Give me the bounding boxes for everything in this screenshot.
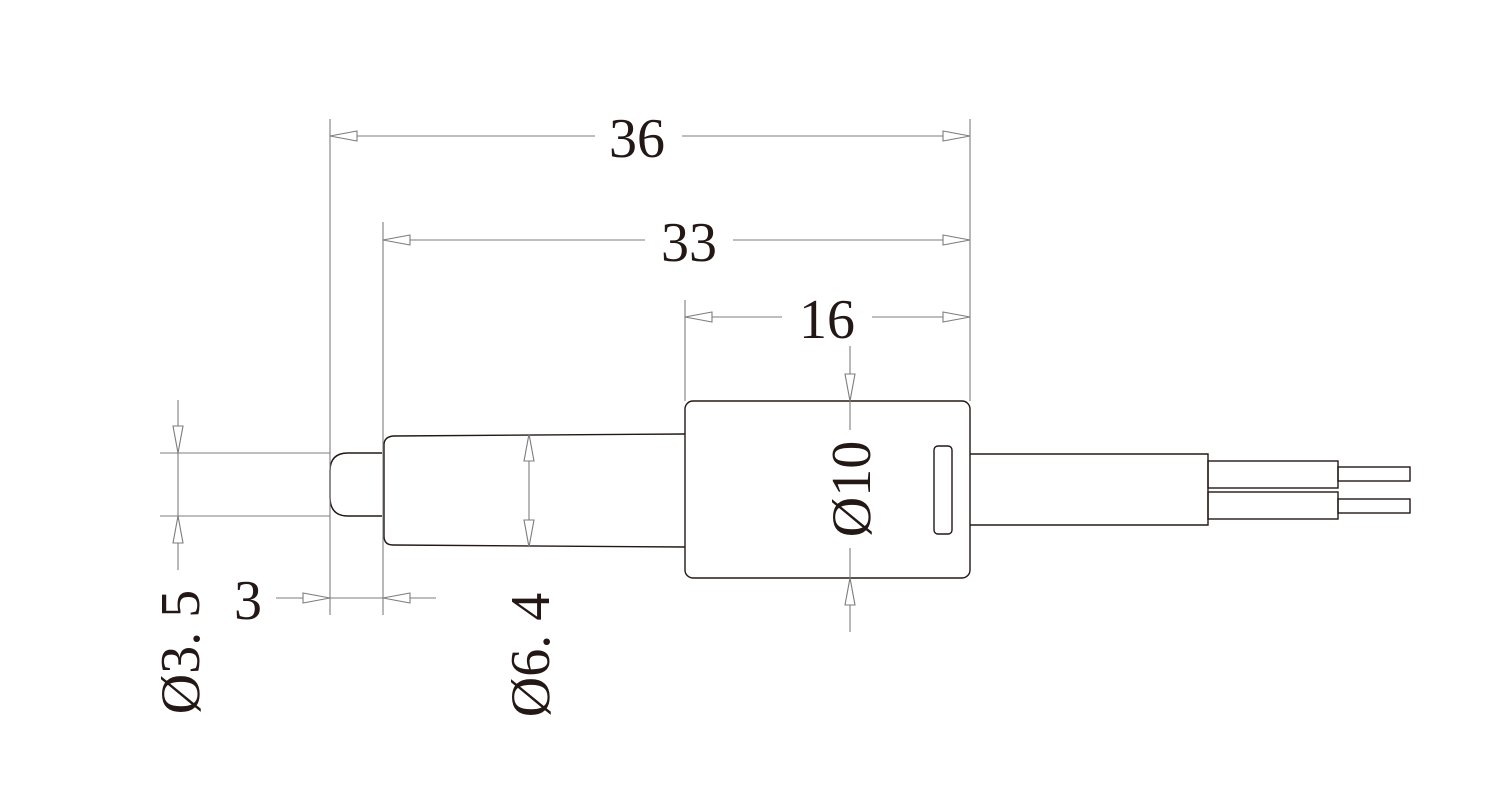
probe-tip: [329, 452, 382, 517]
wire-insulation-1: [1207, 460, 1339, 489]
arrow-3-5-top: [172, 425, 184, 454]
label-length-33: 33: [661, 212, 717, 274]
arrow-10-top: [844, 373, 856, 402]
label-overall-length: 36: [609, 108, 665, 170]
body-slot: [933, 445, 953, 535]
arrow-6-4-bottom: [523, 519, 535, 548]
wire-conductor-1: [1337, 466, 1411, 482]
label-tip-diameter: Ø3. 5: [150, 590, 212, 714]
arrow-3-right: [382, 592, 411, 604]
arrow-16-right: [942, 311, 971, 323]
wire-conductor-2: [1337, 498, 1411, 514]
part-outline: [329, 400, 1411, 579]
arrow-33-right: [942, 234, 971, 246]
label-body-diameter: Ø10: [821, 441, 883, 537]
arrow-36-right: [942, 130, 971, 142]
wire-insulation-2: [1207, 491, 1339, 520]
dimension-labels: 36 33 16 3 Ø10 Ø6. 4 Ø3. 5: [150, 108, 883, 717]
label-body-length: 16: [799, 289, 855, 351]
cable: [970, 453, 1209, 526]
sensor-body: [684, 400, 971, 579]
label-step-length: 3: [234, 570, 262, 632]
arrow-3-left: [302, 592, 331, 604]
dimension-lines: [160, 119, 971, 632]
arrow-36-left: [329, 130, 358, 142]
arrow-10-bottom: [844, 577, 856, 606]
arrow-33-left: [382, 234, 411, 246]
arrow-6-4-top: [523, 433, 535, 462]
label-sleeve-diameter: Ø6. 4: [500, 593, 562, 717]
probe-sleeve: [383, 433, 686, 548]
arrow-3-5-bottom: [172, 515, 184, 544]
arrow-16-left: [684, 311, 713, 323]
